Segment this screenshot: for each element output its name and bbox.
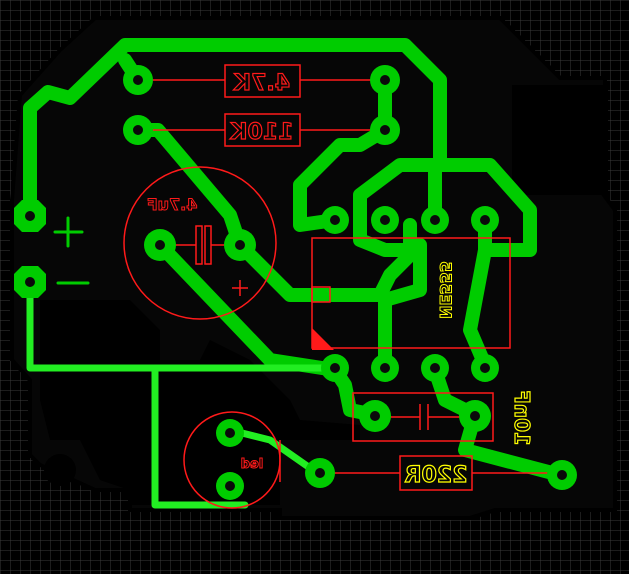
copper-blob-1 bbox=[44, 454, 76, 486]
c1-label: 4.7uF bbox=[147, 195, 198, 214]
silkscreen bbox=[123, 64, 550, 509]
c2-outline bbox=[352, 392, 494, 442]
ic-notch bbox=[311, 286, 331, 303]
r1-body bbox=[224, 64, 301, 98]
top-right-copper-block bbox=[512, 85, 608, 195]
r2-label: 110K bbox=[230, 120, 294, 145]
c2-label: 10nF bbox=[510, 390, 534, 446]
trace-ic-top-right bbox=[428, 158, 537, 257]
copper-blob-3 bbox=[122, 322, 158, 358]
trace-top-loop bbox=[23, 38, 447, 257]
copper-blob-4 bbox=[169, 379, 201, 411]
connector-silkscreen bbox=[53, 216, 90, 285]
r1-label: 4.7K bbox=[233, 71, 290, 96]
trace-r2-ic bbox=[293, 123, 392, 232]
ic-pin1-marker bbox=[312, 328, 334, 350]
copper-blob-6 bbox=[48, 318, 72, 342]
led-label: led bbox=[241, 457, 264, 472]
trace-c1-ic bbox=[233, 238, 427, 372]
copper-blob-5 bbox=[136, 426, 164, 454]
c1-outline bbox=[123, 166, 277, 320]
pads bbox=[14, 65, 577, 500]
trace-ground bbox=[26, 276, 339, 372]
ic-label: NE555 bbox=[436, 261, 455, 319]
copper-blob-2 bbox=[83, 308, 127, 352]
r3-label: 220R bbox=[405, 463, 468, 488]
